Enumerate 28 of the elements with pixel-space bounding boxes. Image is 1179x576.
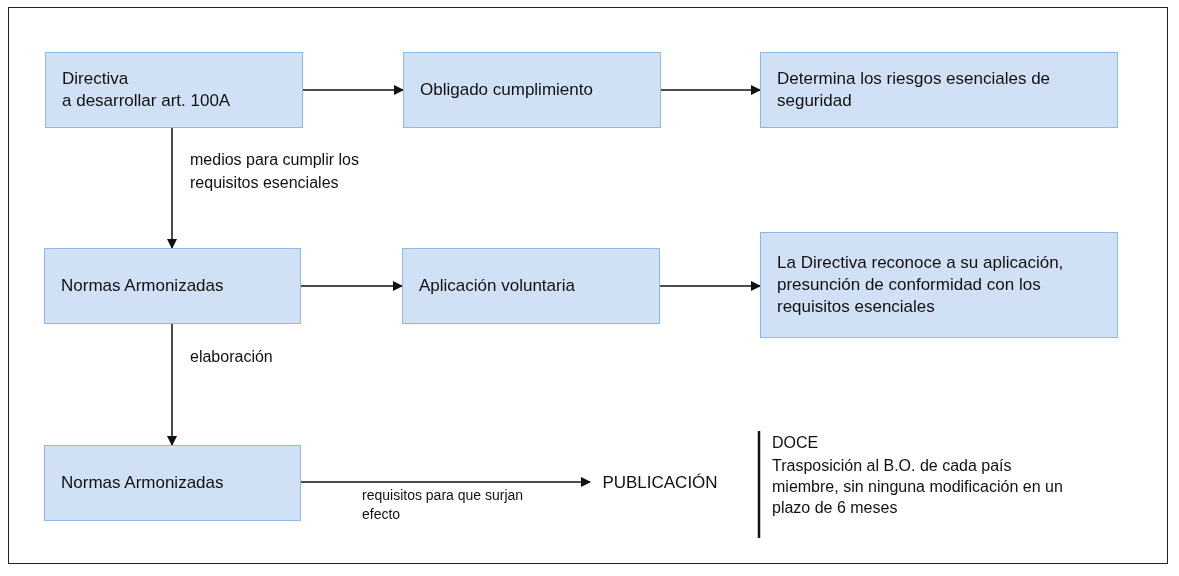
box-text: Aplicación voluntaria xyxy=(419,275,576,297)
edge-label: elaboración xyxy=(190,347,274,367)
box-text: Directiva xyxy=(62,68,130,90)
arrow xyxy=(302,85,404,95)
note-heading: DOCE xyxy=(772,433,820,453)
box-text: La Directiva reconoce a su aplicación, presunción de conformidad con los requisitos esenciales xyxy=(777,252,1065,318)
note-text: Trasposición al B.O. de cada país miembre, sin ninguna modificación en un plazo de 6 meses xyxy=(772,456,1064,518)
box-text: Obligado cumplimiento xyxy=(420,79,594,101)
process-box xyxy=(760,52,1118,128)
edge-label: medios para cumplir los requisitos esenciales xyxy=(190,150,360,193)
box-text: Determina los riesgos esenciales de seguridad xyxy=(777,68,1052,112)
process-box xyxy=(45,52,303,128)
arrow xyxy=(660,85,761,95)
edge-label: requisitos para que surjan efecto xyxy=(362,486,525,524)
stage-text: PUBLICACIÓN xyxy=(590,468,730,498)
box-text: Normas Armonizadas xyxy=(61,275,225,297)
arrow xyxy=(167,127,177,249)
box-text: a desarrollar art. 100A xyxy=(62,90,232,112)
box-text: Normas Armonizadas xyxy=(61,472,225,494)
process-box xyxy=(403,52,661,128)
process-box xyxy=(44,445,301,521)
process-box xyxy=(44,248,301,324)
process-box xyxy=(402,248,660,324)
arrow xyxy=(167,323,177,446)
arrow xyxy=(300,477,591,487)
arrow xyxy=(659,281,761,291)
process-box xyxy=(760,232,1118,338)
arrow xyxy=(300,281,403,291)
